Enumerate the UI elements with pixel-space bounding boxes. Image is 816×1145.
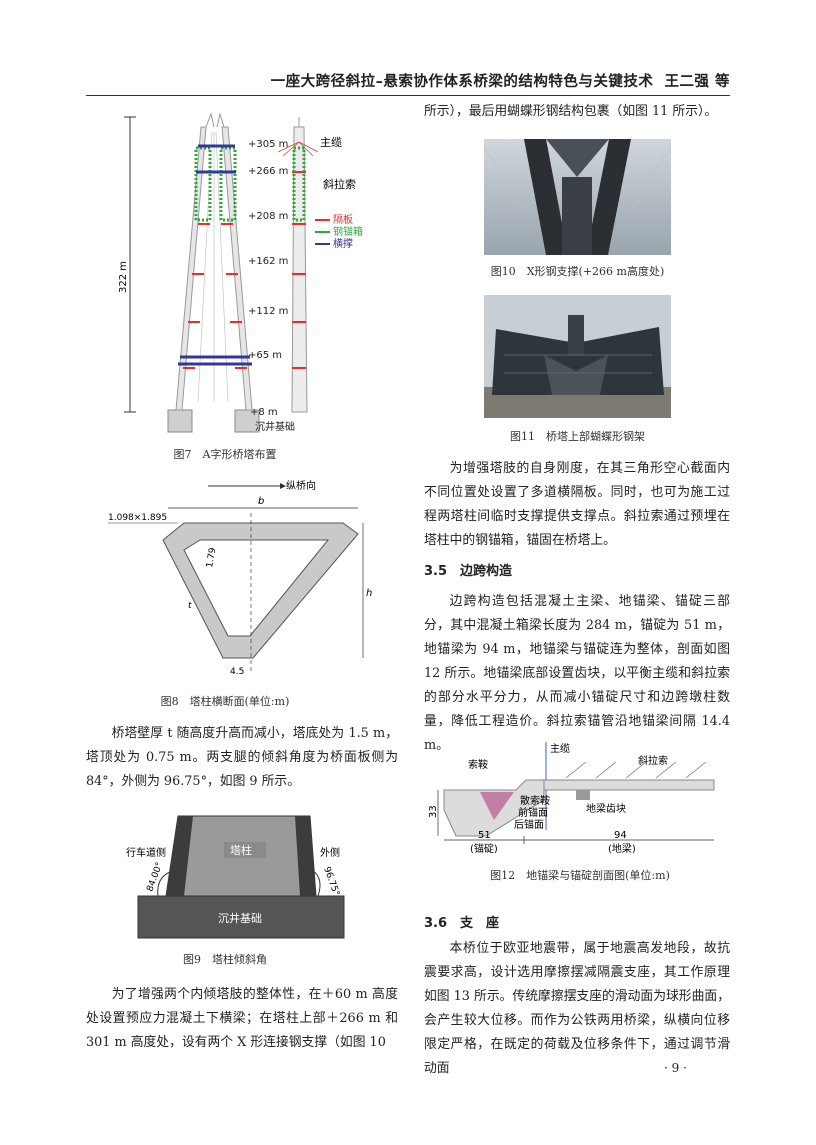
outer-side-label: 外侧 — [320, 846, 340, 859]
figure-9-tower-inclination: 沉井基础 塔柱 行车道侧 外侧 84.00° 96.75° — [126, 815, 345, 939]
figure-8-caption: 图8 塔柱横断面(单位:m) — [160, 695, 290, 708]
figure-9-caption: 图9 塔柱倾斜角 — [183, 953, 267, 966]
dim-t: t — [188, 601, 192, 611]
foundation-label: 沉井基础 — [255, 420, 295, 433]
figure-11-caption: 图11 桥塔上部蝴蝶形钢架 — [510, 430, 645, 443]
legend-diaphragm: 隔板 — [333, 213, 353, 226]
figure-10-caption: 图10 X形钢支撑(+266 m高度处) — [490, 265, 665, 278]
direction-label: 纵桥向 — [286, 479, 316, 492]
spreader-label: 散索鞍 — [520, 794, 550, 807]
dim-h: h — [366, 588, 372, 599]
dim-corner: 1.098×1.895 — [108, 513, 167, 523]
elevation-label: +112 m — [248, 306, 288, 317]
foundation-label: 沉井基础 — [218, 911, 262, 925]
page-number: · 9 · — [664, 1061, 687, 1075]
figure-12-caption: 图12 地锚梁与锚碇剖面图(单位:m) — [490, 869, 670, 882]
rear-anchor-label: 后锚面 — [514, 819, 544, 831]
right-column-text-1: 为增强塔肢的自身刚度，在其三角形空心截面内不同位置处设置了多道横隔板。同时，也可… — [424, 457, 730, 553]
left-column-text-2: 为了增强两个内倾塔肢的整体性，在＋60 m 高度处设置预应力混凝土下横梁；在塔柱… — [86, 983, 398, 1055]
header-title: 一座大跨径斜拉–悬索协作体系桥梁的结构特色与关键技术 — [270, 74, 654, 90]
right-column-text-3: 本桥位于欧亚地震带，属于地震高发地段，故抗震要求高，设计选用摩擦摆减隔震支座，其… — [424, 937, 730, 1081]
length-51-label: 51 — [478, 830, 491, 841]
figure-7-tower-elevation: 322 m +305 m +266 m +208 m +162 m +112 m… — [118, 112, 363, 433]
figure-7-caption: 图7 A字形桥塔布置 — [173, 448, 277, 461]
paragraph: 所示），最后用蝴蝶形钢结构包裹（如图 11 所示）。 — [424, 104, 718, 119]
main-cable-label: 主缆 — [320, 136, 342, 149]
elevation-label: +8 m — [250, 407, 278, 418]
legend-cross-beam: 横撑 — [333, 237, 353, 250]
angle-out-label: 96.75° — [321, 866, 341, 898]
figure-11-photo — [484, 295, 671, 418]
section-heading-3-6: 3.6 支 座 — [424, 916, 500, 931]
dim-chamfer: 1.79 — [205, 547, 218, 569]
elevation-label: +162 m — [248, 256, 288, 267]
tower-height-label: 322 m — [118, 261, 129, 293]
figure-12-anchor-section: 主缆 索鞍 斜拉索 散索鞍 前锚面 后锚面 地梁齿块 33 51 94 (锚碇)… — [428, 742, 715, 855]
left-column-text-1: 桥塔壁厚 t 随高度升高而减小，塔底处为 1.5 m，塔顶处为 0.75 m。两… — [86, 722, 398, 794]
saddle-label: 索鞍 — [468, 758, 488, 771]
paragraph: 本桥位于欧亚地震带，属于地震高发地段，故抗震要求高，设计选用摩擦摆减隔震支座，其… — [424, 941, 730, 1076]
main-cable-label: 主缆 — [550, 742, 570, 755]
right-column-text-2: 边跨构造包括混凝土主梁、地锚梁、锚碇三部分，其中混凝土箱梁长度为 284 m，锚… — [424, 590, 730, 758]
paragraph: 为了增强两个内倾塔肢的整体性，在＋60 m 高度处设置预应力混凝土下横梁；在塔柱… — [86, 987, 398, 1050]
height-label: 33 — [428, 805, 439, 818]
stay-cable-label: 斜拉索 — [323, 177, 356, 191]
dim-bottom: 4.5 — [230, 667, 244, 677]
elevation-label: +65 m — [248, 350, 282, 361]
header-authors: 王二强 等 — [664, 74, 730, 90]
paragraph: 桥塔壁厚 t 随高度升高而减小，塔底处为 1.5 m，塔顶处为 0.75 m。两… — [86, 726, 398, 789]
dim-b: b — [258, 496, 264, 507]
stay-label: 斜拉索 — [638, 754, 668, 767]
running-header: 一座大跨径斜拉–悬索协作体系桥梁的结构特色与关键技术 王二强 等 — [86, 70, 730, 91]
paragraph: 为增强塔肢的自身刚度，在其三角形空心截面内不同位置处设置了多道横隔板。同时，也可… — [424, 461, 730, 548]
elevation-label: +266 m — [248, 166, 288, 177]
paragraph: 边跨构造包括混凝土主梁、地锚梁、锚碇三部分，其中混凝土箱梁长度为 284 m，锚… — [424, 594, 730, 753]
elevation-label: +208 m — [248, 211, 288, 222]
figure-8-tower-section: 纵桥向 b 1.098×1.895 h 1.79 t 4.5 — [108, 479, 372, 677]
header-rule — [86, 95, 730, 96]
front-anchor-label: 前锚面 — [518, 806, 548, 819]
tooth-label: 地梁齿块 — [586, 802, 626, 815]
legend-anchor-box: 钢锚箱 — [333, 225, 363, 238]
section-heading-3-5: 3.5 边跨构造 — [424, 564, 513, 579]
ground-beam-label: (地梁) — [608, 842, 636, 855]
roadway-side-label: 行车道侧 — [126, 846, 166, 859]
tower-label: 塔柱 — [230, 843, 252, 857]
length-94-label: 94 — [614, 830, 627, 841]
anchor-label: (锚碇) — [470, 842, 498, 855]
figure-10-photo — [484, 139, 671, 255]
right-column-top-text: 所示），最后用蝴蝶形钢结构包裹（如图 11 所示）。 — [424, 100, 730, 124]
elevation-label: +305 m — [248, 139, 288, 150]
